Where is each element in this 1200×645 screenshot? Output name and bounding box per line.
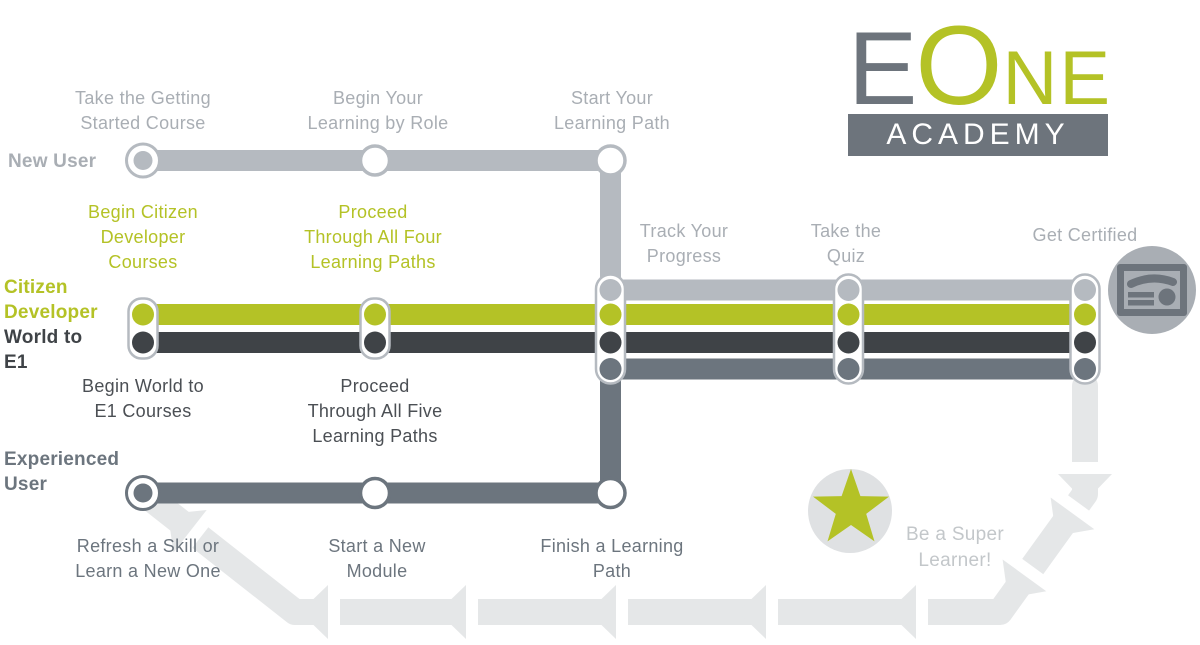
station-label-track-your-progress: Track Your Progress bbox=[639, 221, 729, 266]
station-finish-learning-path bbox=[594, 476, 627, 510]
super-learner-loop-path bbox=[137, 373, 1113, 640]
loop-arrow-left-icon bbox=[888, 584, 928, 640]
dark-dot bbox=[1074, 331, 1096, 354]
logo-letter-e: E bbox=[848, 11, 918, 127]
track-label-citizen-developer: Citizen Developer bbox=[4, 277, 98, 324]
station-label-begin-citizen-developer: Begin Citizen Developer Courses bbox=[88, 202, 198, 272]
station-label-start-learning-path: Start Your Learning Path bbox=[554, 88, 670, 133]
loop-arrow-upleft-icon bbox=[168, 509, 217, 561]
arrow-head bbox=[888, 585, 916, 639]
dark-dot bbox=[132, 331, 154, 354]
station-dot bbox=[133, 151, 153, 170]
loop-arrow-left-icon bbox=[300, 584, 340, 640]
logo-letter-o: O bbox=[915, 3, 1003, 128]
lightgray-dot bbox=[599, 279, 622, 301]
certificate-icon bbox=[1108, 246, 1196, 334]
arrow-head bbox=[300, 585, 328, 639]
station-dot bbox=[133, 483, 153, 503]
station-capsule-track-progress bbox=[594, 273, 627, 385]
arrow-head bbox=[1050, 497, 1095, 536]
arrow-head bbox=[1058, 474, 1112, 502]
arrow-head bbox=[168, 509, 207, 553]
loop-band bbox=[137, 373, 1098, 625]
station-label-take-the-quiz: Take the Quiz bbox=[810, 221, 882, 266]
capsule bbox=[832, 273, 865, 385]
track-label-world-to-e1: World to E1 bbox=[4, 327, 83, 374]
dark-dot bbox=[364, 331, 386, 354]
midgray-dot bbox=[837, 358, 860, 380]
station-label-start-new-module: Start a New Module bbox=[328, 536, 426, 581]
green-dot bbox=[1074, 303, 1096, 326]
green-dot bbox=[837, 303, 860, 326]
certificate-swoosh bbox=[1127, 274, 1177, 288]
logo-letters-ne: NE bbox=[1002, 36, 1113, 121]
certificate-line bbox=[1128, 292, 1154, 298]
station-label-proceed-five-paths: Proceed Through All Five Learning Paths bbox=[307, 376, 443, 446]
loop-arrow-left-icon bbox=[588, 584, 628, 640]
station-label-proceed-four-paths: Proceed Through All Four Learning Paths bbox=[304, 202, 442, 272]
loop-arrow-diagonal-icon bbox=[1050, 487, 1103, 536]
green-dot bbox=[364, 303, 386, 326]
station-refresh-a-skill bbox=[125, 475, 161, 511]
station-label-finish-learning-path: Finish a Learning Path bbox=[540, 536, 684, 581]
capsule bbox=[1069, 273, 1101, 385]
dark-dot bbox=[599, 331, 622, 354]
dark-dot bbox=[837, 331, 860, 354]
certificate-line bbox=[1128, 300, 1154, 306]
arrow-head bbox=[1002, 559, 1047, 598]
lightgray-dot bbox=[1074, 279, 1096, 301]
midgray-dot bbox=[1074, 358, 1096, 380]
loop-arrow-down-icon bbox=[1057, 462, 1113, 502]
green-dot bbox=[132, 303, 154, 326]
station-label-take-getting-started: Take the Getting Started Course bbox=[75, 88, 211, 133]
green-dot bbox=[599, 303, 622, 326]
lightgray-dot bbox=[837, 279, 860, 301]
loop-arrow-left-icon bbox=[738, 584, 778, 640]
star-icon bbox=[808, 469, 892, 553]
track-label-experienced-user: Experienced User bbox=[4, 449, 120, 496]
station-start-learning-path bbox=[594, 144, 627, 177]
station-capsule-proceed-paths bbox=[359, 297, 391, 360]
station-capsule-get-certified bbox=[1069, 273, 1101, 385]
arrow-head bbox=[588, 585, 616, 639]
star-shape bbox=[813, 469, 889, 542]
station-label-begin-learning-by-role: Begin Your Learning by Role bbox=[307, 88, 449, 133]
station-take-getting-started bbox=[125, 142, 161, 179]
station-label-begin-world-to-e1: Begin World to E1 Courses bbox=[82, 376, 204, 421]
arrow-head bbox=[438, 585, 466, 639]
track-label-new-user: New User bbox=[8, 151, 97, 172]
certificate-seal bbox=[1158, 288, 1176, 306]
station-label-get-certified: Get Certified bbox=[1032, 225, 1138, 245]
station-label-refresh-a-skill: Refresh a Skill or Learn a New One bbox=[75, 536, 221, 581]
capsule bbox=[594, 273, 627, 385]
station-capsule-take-quiz bbox=[832, 273, 865, 385]
station-start-new-module bbox=[358, 476, 392, 510]
loop-arrow-diagonal-icon bbox=[1002, 549, 1055, 598]
station-begin-learning-by-role bbox=[358, 144, 392, 177]
arrow-head bbox=[738, 585, 766, 639]
station-capsule-begin-courses bbox=[127, 297, 159, 360]
super-learner-message: Be a Super Learner! bbox=[905, 524, 1005, 572]
logo-academy-bar: ACADEMY bbox=[848, 114, 1108, 156]
loop-arrow-left-icon bbox=[438, 584, 478, 640]
midgray-dot bbox=[599, 358, 622, 380]
